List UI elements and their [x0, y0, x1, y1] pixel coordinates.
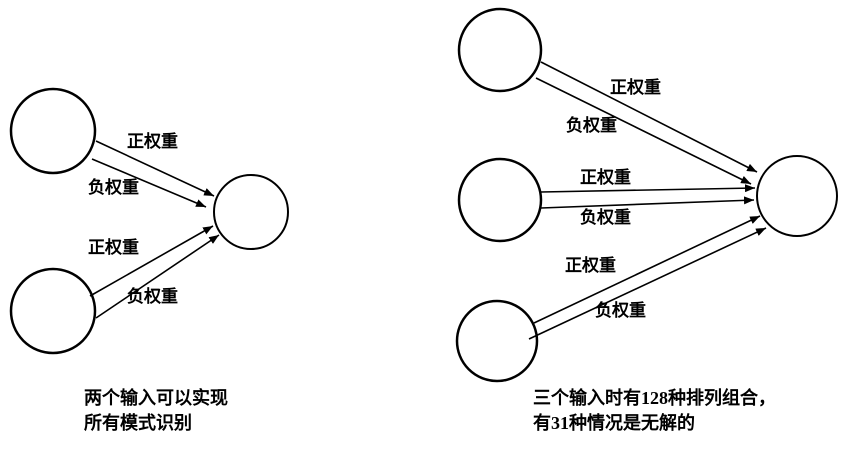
right-edge-input1-positive — [540, 61, 758, 173]
right-input-node-3 — [455, 299, 539, 383]
right-edge-input3-negative — [528, 227, 767, 340]
left-input2-negative-weight-label: 负权重 — [127, 286, 178, 306]
left-edge-input2-negative — [95, 234, 220, 319]
left-input-node-1 — [9, 87, 97, 175]
right-edge-input3-positive — [533, 215, 761, 324]
right-input-node-1 — [457, 7, 543, 93]
right-input-node-2 — [457, 157, 543, 243]
right-output-node — [756, 155, 838, 237]
left-input1-positive-weight-label: 正权重 — [127, 131, 178, 151]
right-input2-positive-weight-label: 正权重 — [580, 167, 631, 187]
right-caption-line-2: 有31种情况是无解的 — [533, 412, 695, 433]
right-edge-input2-positive — [540, 184, 756, 193]
left-input-node-2 — [9, 267, 97, 355]
left-edge-input1-positive — [95, 140, 215, 197]
left-diagram: 正权重 负权重 正权重 负权重 两个输入可以实现 所有模式识别 — [9, 87, 289, 433]
left-input2-positive-weight-label: 正权重 — [88, 237, 139, 257]
left-caption-line-2: 所有模式识别 — [84, 412, 192, 433]
right-caption-line-1: 三个输入时有128种排列组合， — [533, 387, 776, 408]
left-output-node — [213, 174, 289, 250]
right-edge-input2-negative — [540, 196, 755, 209]
right-input1-negative-weight-label: 负权重 — [566, 115, 617, 135]
right-input2-negative-weight-label: 负权重 — [580, 207, 631, 227]
right-input3-positive-weight-label: 正权重 — [565, 255, 616, 275]
right-diagram: 正权重 负权重 正权重 负权重 正权重 负权重 三个输入时有128种排列组合， … — [455, 7, 838, 433]
right-edge-input1-negative — [535, 77, 752, 185]
left-edge-input1-negative — [91, 158, 207, 208]
left-edge-input2-positive — [89, 225, 214, 297]
left-input1-negative-weight-label: 负权重 — [88, 177, 139, 197]
right-input1-positive-weight-label: 正权重 — [610, 77, 661, 97]
right-input3-negative-weight-label: 负权重 — [595, 300, 646, 320]
left-caption-line-1: 两个输入可以实现 — [84, 387, 228, 408]
